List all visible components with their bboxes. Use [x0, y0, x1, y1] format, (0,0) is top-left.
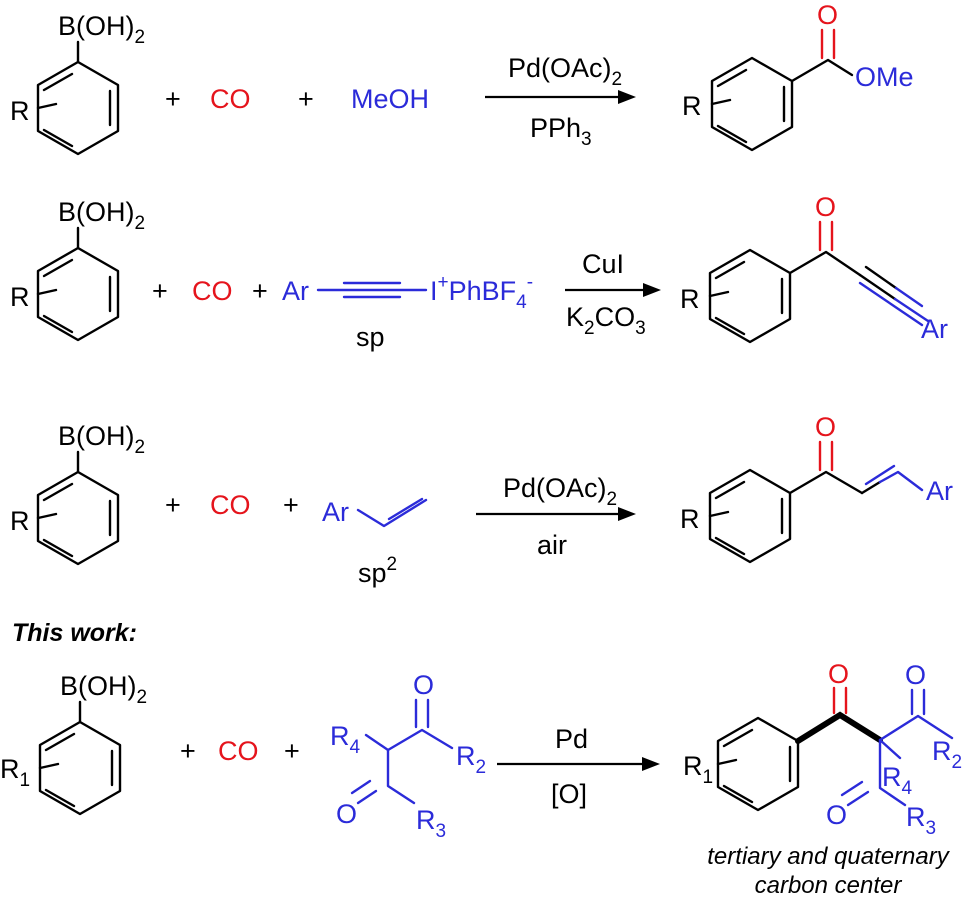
oxygen-label: O: [826, 800, 847, 830]
r4-label: R4: [882, 762, 913, 799]
r-substituent: R: [680, 504, 700, 534]
co-label: CO: [210, 84, 251, 114]
methoxy-label: OMe: [855, 62, 914, 92]
reaction-arrow-4: Pd [O]: [497, 724, 660, 809]
catalyst-label: Pd(OAc)2: [503, 473, 617, 510]
boronic-acid-label: B(OH)2: [58, 197, 145, 234]
reaction-1: B(OH)2 R + CO + MeOH Pd(OAc)2 PPh3 O OMe…: [10, 0, 914, 156]
oxygen-label: O: [905, 660, 926, 690]
plus-sign: +: [252, 276, 268, 306]
reaction-2: B(OH)2 R + CO + Ar I+PhBF4- sp CuI K2CO3…: [10, 192, 948, 352]
aryl-label: Ar: [282, 276, 309, 306]
catalyst-label: Pd: [555, 724, 588, 754]
product-caption-line-2: carbon center: [755, 872, 903, 899]
aryl-label: Ar: [926, 476, 953, 506]
methanol-label: MeOH: [351, 84, 429, 114]
boronic-acid-label: B(OH)2: [58, 421, 145, 458]
iodonium-label: I+PhBF4-: [430, 272, 533, 313]
carbonyl-oxygen: O: [815, 412, 836, 442]
plus-sign: +: [283, 490, 299, 520]
plus-sign: +: [165, 490, 181, 520]
reaction-arrow-3: Pd(OAc)2 air: [476, 473, 636, 560]
co-label: CO: [218, 736, 259, 766]
carbonyl-oxygen: O: [828, 659, 849, 689]
co-label: CO: [210, 490, 251, 520]
plus-sign: +: [152, 276, 168, 306]
aryl-label: Ar: [322, 497, 349, 527]
phenylboronic-acid-3: B(OH)2 R: [10, 421, 145, 566]
r-substituent: R: [10, 282, 30, 312]
carbonyl-oxygen: O: [815, 192, 836, 222]
r3-label: R3: [906, 802, 936, 839]
phenylboronic-acid-4: B(OH)2 R1: [0, 671, 147, 816]
base-label: K2CO3: [566, 302, 646, 339]
boronic-acid-label: B(OH)2: [60, 671, 147, 708]
phenylboronic-acid-2: B(OH)2 R: [10, 197, 145, 342]
r2-label: R2: [456, 741, 486, 778]
oxidant-label: [O]: [551, 779, 587, 809]
reaction-4: B(OH)2 R1 + CO + R4 O R2 O R3 Pd [O] R: [0, 659, 962, 899]
this-work-heading: This work:: [12, 619, 137, 647]
sp2-hybridization-label: sp2: [358, 554, 397, 588]
plus-sign: +: [298, 84, 314, 114]
r1-substituent: R1: [0, 754, 30, 791]
boronic-acid-label: B(OH)2: [58, 11, 145, 48]
plus-sign: +: [165, 84, 181, 114]
product-caption-line-1: tertiary and quaternary: [707, 843, 950, 870]
r-substituent: R: [10, 506, 30, 536]
catalyst-label: CuI: [582, 249, 624, 279]
chalcone-product: O Ar R: [680, 412, 953, 564]
sp-hybridization-label: sp: [356, 322, 385, 352]
oxygen-label: O: [413, 670, 434, 700]
plus-sign: +: [180, 736, 196, 766]
r3-label: R3: [416, 805, 446, 842]
r4-label: R4: [330, 721, 361, 758]
r-substituent: R: [682, 91, 702, 121]
catalyst-label: Pd(OAc)2: [508, 53, 622, 90]
r-substituent: R: [680, 284, 700, 314]
oxygen-label: O: [336, 799, 357, 829]
plus-sign: +: [284, 736, 300, 766]
dicarbonyl-reagent: R4 O R2 O R3: [330, 670, 486, 842]
r2-label: R2: [932, 736, 962, 773]
carbonyl-oxygen: O: [817, 0, 838, 30]
oxidant-label: air: [537, 530, 567, 560]
alkynyl-iodonium-reagent: Ar I+PhBF4- sp: [282, 272, 533, 352]
reaction-arrow-1: Pd(OAc)2 PPh3: [485, 53, 636, 150]
ynone-product: O Ar R: [680, 192, 948, 344]
r-substituent: R: [10, 96, 30, 126]
styrene-reagent: Ar sp2: [322, 497, 428, 588]
methyl-benzoate-product: O OMe R: [682, 0, 914, 152]
reaction-3: B(OH)2 R + CO + Ar sp2 Pd(OAc)2 air O: [10, 412, 953, 588]
ligand-label: PPh3: [530, 113, 592, 150]
aryl-label: Ar: [921, 314, 948, 344]
phenylboronic-acid-1: B(OH)2 R: [10, 11, 145, 156]
reaction-arrow-2: CuI K2CO3: [565, 249, 661, 339]
quaternary-product: R1 O O R2 R4 O R3: [683, 659, 962, 839]
co-label: CO: [192, 276, 233, 306]
r1-substituent: R1: [683, 751, 713, 788]
